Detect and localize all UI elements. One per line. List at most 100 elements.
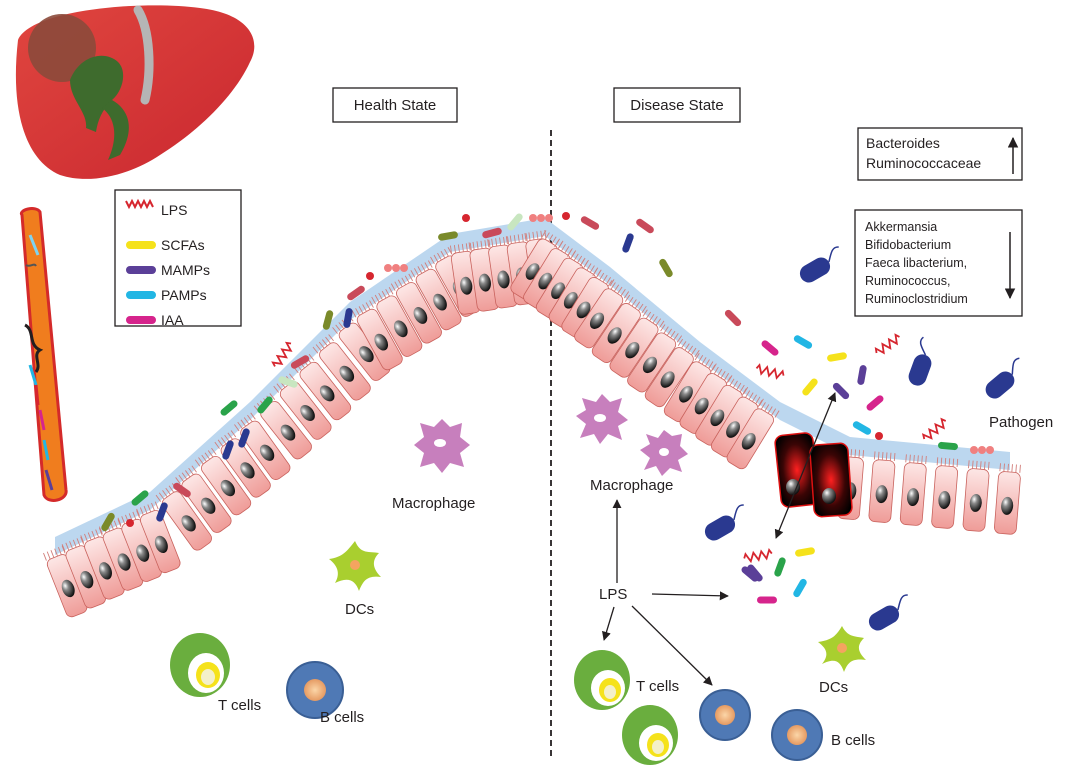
microbial-product: [852, 421, 872, 435]
microbial-product: [278, 376, 298, 388]
epithelial-cell: [292, 353, 352, 421]
epithelial-cell: [868, 451, 896, 523]
microbial-product: [827, 352, 847, 362]
epithelial-cell: [962, 460, 990, 532]
taxon-decreased: Bifidobacterium: [865, 238, 951, 252]
epithelial-cell: [175, 465, 232, 533]
microbial-product: [741, 566, 759, 582]
epithelial-cell: [695, 376, 749, 446]
bile-duct: [133, 5, 154, 105]
disease-state-title: Disease State: [630, 97, 723, 114]
microbial-product: [938, 441, 958, 451]
pathogen-bacterium: [985, 357, 1020, 399]
microbe-dot: [875, 432, 883, 440]
microbial-product: [802, 378, 818, 396]
epithelial-cell: [194, 447, 252, 516]
microbial-product: [131, 490, 149, 506]
microbial-product: [290, 355, 310, 369]
dcs-label-health: DCs: [345, 601, 374, 618]
epithelial-cell: [899, 454, 927, 526]
pathogen-label: Pathogen: [989, 414, 1053, 431]
microbial-product: [757, 596, 777, 604]
tcell-health: [170, 633, 230, 697]
microbe-dot: [562, 212, 570, 220]
legend-label: SCFAs: [161, 237, 205, 253]
lps-molecule: [743, 547, 773, 564]
microbial-product: [482, 227, 502, 239]
microbe-dot: [462, 214, 470, 222]
microbial-product: [793, 578, 807, 598]
microbe-dot: [537, 214, 545, 222]
lps-molecule: [921, 417, 947, 440]
health-state-box: [332, 87, 458, 123]
macrophage-label-health: Macrophage: [392, 495, 475, 512]
blood-vessel: [19, 207, 68, 502]
microbe-dot: [978, 446, 986, 454]
lps-molecule: [755, 363, 785, 380]
lps-molecule: [271, 341, 293, 367]
legend-scfas-icon: [126, 241, 156, 249]
epithelial-cell: [410, 260, 462, 331]
microbial-product: [795, 547, 815, 557]
microbial-product: [857, 365, 867, 385]
epithelial-cell: [574, 280, 630, 349]
liver-illustration: [15, 5, 255, 179]
pathogen-bacterium: [868, 594, 908, 631]
microbial-product: [636, 218, 654, 234]
lps-molecule: [874, 333, 900, 355]
macrophage-disease: [576, 394, 628, 444]
legend-lps-icon: [125, 198, 154, 210]
microbial-product: [156, 502, 168, 522]
microbe-dot: [384, 264, 392, 272]
legend-mamps-icon: [126, 266, 156, 274]
taxon-decreased: Ruminococcus,: [865, 274, 950, 288]
tcell-disease: [574, 650, 630, 710]
taxon-increased: Bacteroides: [866, 135, 940, 151]
epithelial-cell: [80, 527, 125, 600]
microbe-dot: [126, 519, 134, 527]
legend-label: LPS: [161, 202, 187, 218]
epithelial-cell: [609, 309, 665, 378]
microbial-product: [173, 482, 191, 498]
microbe-dot: [366, 272, 374, 280]
microbe-dot: [529, 214, 537, 222]
taxon-decreased: Ruminoclostridium: [865, 292, 968, 306]
legend-label: PAMPs: [161, 287, 207, 303]
bcells-label-health: B cells: [320, 709, 364, 726]
epithelial-cell: [312, 334, 371, 401]
epithelial-cell: [931, 457, 959, 529]
microbial-product: [322, 310, 334, 330]
macrophage-disease-2: [640, 430, 688, 476]
intestinal-epithelium: [43, 218, 1021, 618]
microbial-product: [222, 440, 234, 460]
epithelial-cell: [155, 483, 212, 551]
taxon-decreased: Faeca libacterium,: [865, 256, 967, 270]
epithelial-cell: [136, 501, 181, 574]
microbial-product: [761, 340, 779, 356]
taxon-decreased: Akkermansia: [865, 220, 937, 234]
lps-arrows: [602, 392, 837, 686]
bcell-disease-2: [771, 709, 823, 761]
epithelial-cell: [234, 412, 291, 480]
legend-pamps-icon: [126, 291, 156, 299]
tcells-label-disease: T cells: [636, 678, 679, 695]
microbial-product: [347, 285, 365, 301]
microbe-dot: [986, 446, 994, 454]
microbe-dot: [545, 214, 553, 222]
epithelial-cell: [726, 400, 780, 470]
health-state-title: Health State: [354, 97, 437, 114]
tcells-label-health: T cells: [218, 697, 261, 714]
bcell-health: [286, 661, 344, 719]
microbial-product: [774, 557, 786, 577]
epithelial-cell: [627, 324, 683, 393]
microbial-product: [724, 309, 742, 327]
microbial-product: [747, 564, 763, 582]
microbial-product: [793, 335, 813, 349]
pathogen-bacterium: [908, 336, 932, 386]
legend: LPS SCFAs MAMPs PAMPs IAA: [114, 189, 242, 328]
microbial-product: [220, 400, 238, 416]
epithelial-cell: [994, 463, 1021, 535]
gallbladder: [70, 55, 124, 133]
epithelial-cell: [273, 373, 332, 440]
